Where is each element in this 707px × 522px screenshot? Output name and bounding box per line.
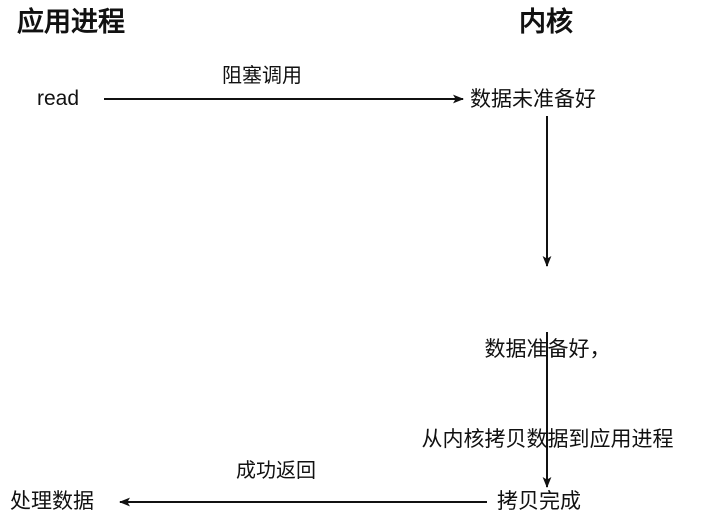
edge-label-blocking-call: 阻塞调用 xyxy=(222,65,302,87)
node-read: read xyxy=(37,87,80,110)
node-data-ready-line1: 数据准备好， xyxy=(484,338,611,361)
node-data-ready-line2: 从内核拷贝数据到应用进程 xyxy=(421,428,674,451)
column-title-kernel: 内核 xyxy=(519,7,573,37)
node-data-ready-copy: 数据准备好， 从内核拷贝数据到应用进程 xyxy=(395,275,700,515)
node-copy-done: 拷贝完成 xyxy=(497,490,581,513)
node-process-data: 处理数据 xyxy=(10,490,94,513)
edge-label-success-return: 成功返回 xyxy=(236,460,316,482)
column-title-app-process: 应用进程 xyxy=(17,7,125,37)
node-data-not-ready: 数据未准备好 xyxy=(470,88,596,111)
